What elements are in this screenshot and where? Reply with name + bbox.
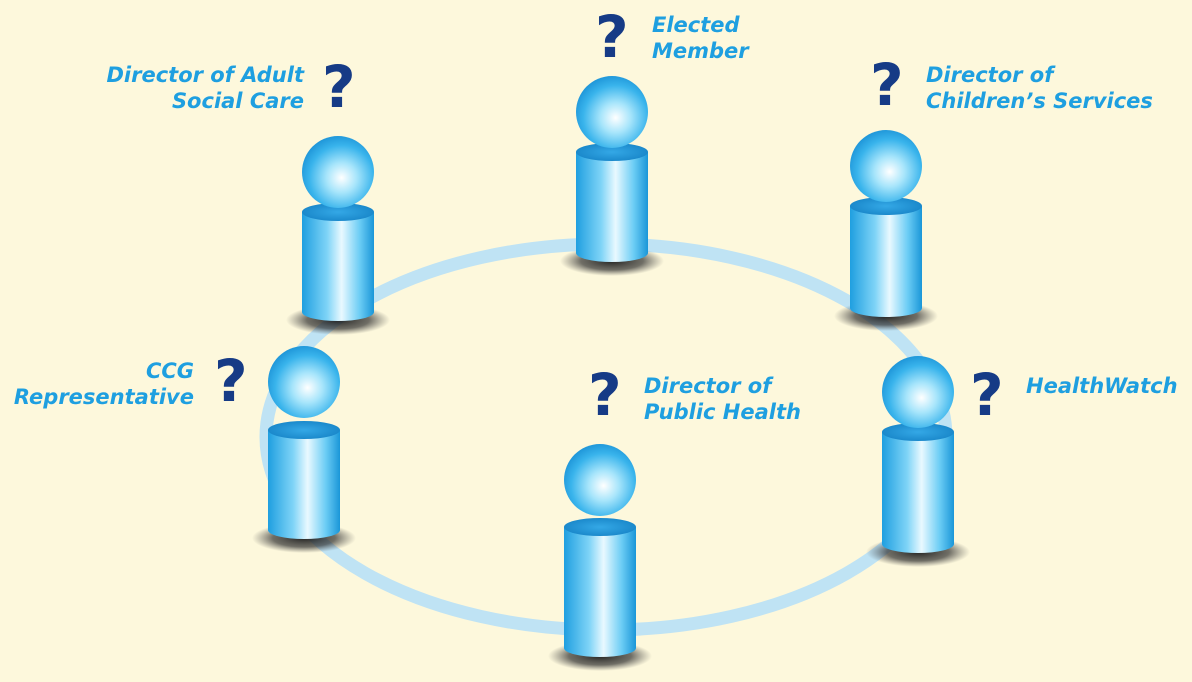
figure-body	[268, 430, 340, 530]
label-director-childrens-services: Director of Children’s Services	[926, 63, 1153, 113]
figure-base	[850, 299, 922, 317]
question-mark-icon: ?	[214, 347, 248, 415]
figure-top	[564, 518, 636, 536]
figure-head	[850, 130, 922, 202]
person-figure-adult-social-care	[286, 136, 390, 335]
figure-top	[302, 203, 374, 221]
figure-base	[882, 535, 954, 553]
figure-base	[302, 303, 374, 321]
question-mark-icon: ?	[322, 53, 356, 121]
label-director-public-health: Director of Public Health	[644, 374, 801, 424]
figure-body	[882, 432, 954, 544]
question-mark-icon: ?	[870, 51, 904, 119]
label-director-adult-social-care: Director of Adult Social Care	[106, 63, 304, 113]
figure-top	[882, 423, 954, 441]
figure-head	[564, 444, 636, 516]
figure-base	[564, 639, 636, 657]
person-figure-healthwatch	[866, 356, 970, 567]
question-mark-icon: ?	[588, 361, 622, 429]
figure-head	[882, 356, 954, 428]
figure-top	[850, 197, 922, 215]
question-mark-icon: ?	[970, 361, 1004, 429]
label-elected-member: Elected Member	[652, 13, 749, 63]
figure-body	[576, 152, 648, 253]
figure-head	[576, 76, 648, 148]
figure-base	[576, 244, 648, 262]
question-mark-icon: ?	[595, 3, 629, 71]
person-figure-elected-member	[560, 76, 664, 276]
label-ccg-representative: CCG Representative	[13, 359, 194, 409]
figure-head	[268, 346, 340, 418]
figure-top	[576, 143, 648, 161]
figure-body	[850, 206, 922, 308]
figure-body	[564, 527, 636, 648]
figure-top	[268, 421, 340, 439]
figure-body	[302, 212, 374, 312]
label-healthwatch: HealthWatch	[1026, 374, 1178, 398]
figure-head	[302, 136, 374, 208]
figure-base	[268, 521, 340, 539]
person-figure-childrens-services	[834, 130, 938, 331]
person-figure-ccg-representative	[252, 346, 356, 553]
person-figure-public-health	[548, 444, 652, 671]
